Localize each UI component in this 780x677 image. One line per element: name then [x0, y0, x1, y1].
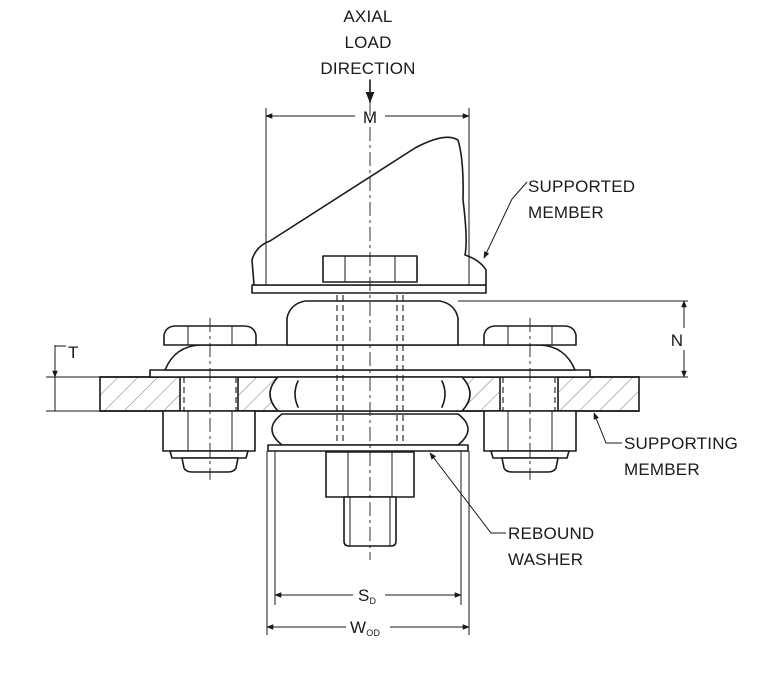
dimension-n: N	[458, 300, 688, 378]
axial-load-callout: AXIAL LOAD DIRECTION	[320, 7, 415, 104]
supported-member-text-2: MEMBER	[528, 203, 604, 222]
rebound-washer-callout: REBOUND WASHER	[429, 452, 594, 569]
dimension-wod: WOD	[266, 451, 470, 638]
axial-load-text-1: AXIAL	[343, 7, 392, 26]
dim-n-label: N	[671, 331, 683, 350]
dimension-m: M	[265, 108, 470, 285]
dim-wod-label: WOD	[350, 618, 380, 638]
supporting-member-callout: SUPPORTING MEMBER	[593, 412, 738, 479]
left-mounting-bolt	[162, 318, 257, 480]
rebound-washer-text-2: WASHER	[508, 550, 583, 569]
axial-load-text-3: DIRECTION	[320, 59, 415, 78]
rebound-washer-text-1: REBOUND	[508, 524, 594, 543]
supported-member	[251, 136, 487, 294]
axial-load-text-2: LOAD	[344, 33, 391, 52]
dimension-t: T	[46, 343, 100, 412]
supported-member-text-1: SUPPORTED	[528, 177, 635, 196]
dim-t-label: T	[68, 343, 79, 362]
dimension-sd: SD	[274, 451, 462, 606]
supporting-member-text-2: MEMBER	[624, 460, 700, 479]
supporting-member-text-1: SUPPORTING	[624, 434, 738, 453]
rebound-washer	[267, 444, 469, 452]
supported-member-callout: SUPPORTED MEMBER	[483, 177, 635, 259]
right-mounting-bolt	[483, 318, 577, 480]
dim-sd-label: SD	[358, 586, 377, 606]
mount-base-flange	[149, 344, 591, 378]
dim-m-label: M	[363, 108, 377, 127]
